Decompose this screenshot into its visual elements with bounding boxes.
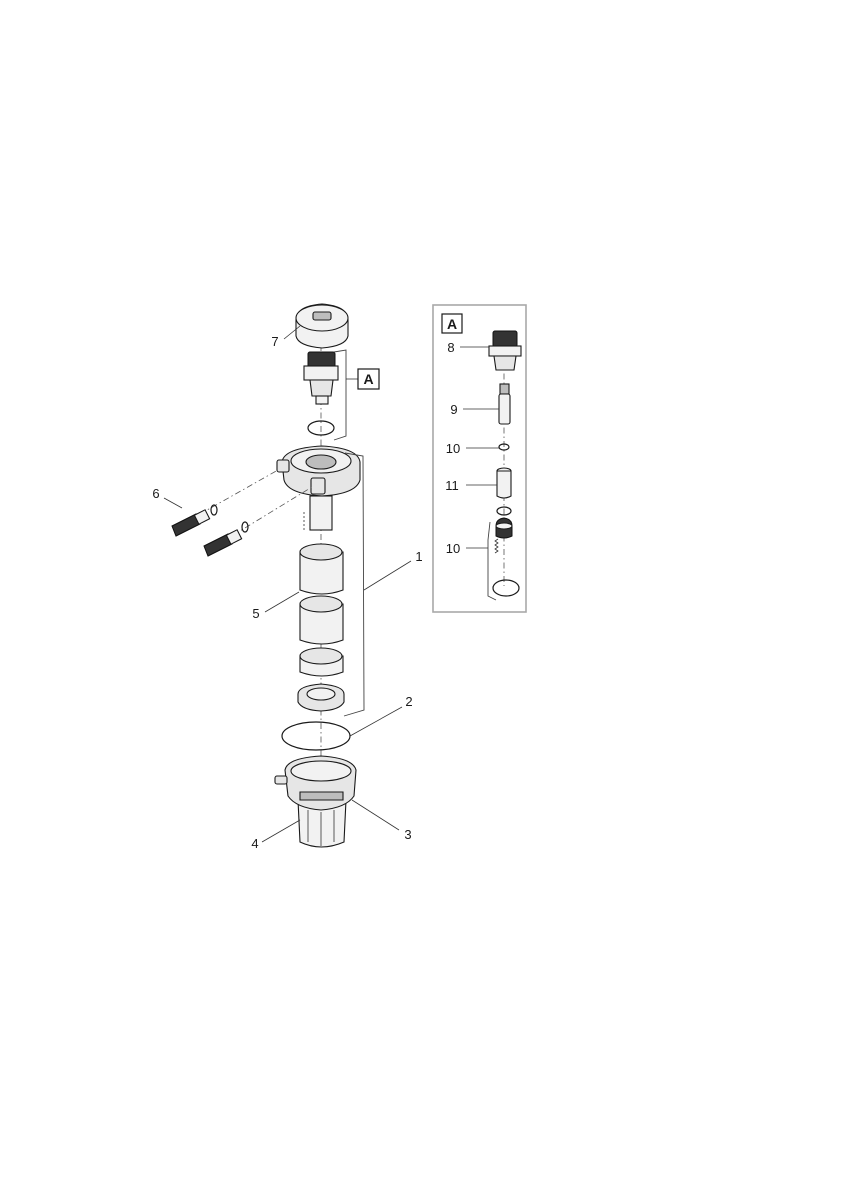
filter-head-housing	[276, 445, 361, 532]
leader-6	[163, 497, 183, 509]
leader-5	[264, 591, 300, 613]
detail-box-a: A	[432, 304, 527, 613]
leader-4	[261, 819, 301, 843]
main-assembly: A 7 6 5 1 2 3 4	[152, 303, 423, 851]
detail-callout-11: 11	[445, 478, 459, 493]
detail-a-bracket	[333, 349, 347, 441]
part-2-large-o-ring	[281, 721, 351, 751]
callout-2: 2	[405, 694, 412, 709]
detail-tag-label: A	[363, 371, 373, 387]
leader-3	[351, 799, 400, 831]
part-5-filter-sponges	[299, 543, 344, 677]
detail-box-tag-label: A	[447, 316, 457, 332]
callout-5: 5	[252, 606, 259, 621]
part-10-nut-lower	[495, 517, 513, 539]
filter-base-ring	[297, 683, 345, 712]
detail-callout-9: 9	[450, 402, 457, 417]
detail-spring	[494, 538, 499, 554]
part-7-cover-cap	[295, 303, 349, 349]
callout-7: 7	[271, 334, 278, 349]
callout-6: 6	[152, 486, 159, 501]
callout-4: 4	[251, 836, 258, 851]
sponge-3	[299, 647, 344, 677]
upper-o-ring	[307, 420, 335, 436]
part-4-container	[297, 799, 347, 848]
leader-1	[363, 560, 412, 591]
callout-1: 1	[415, 549, 422, 564]
sponge-1	[299, 543, 344, 595]
leader-7	[283, 325, 301, 340]
part-9-uvc-bulb	[498, 383, 511, 425]
detail-large-o-ring	[492, 579, 520, 597]
callout-3: 3	[404, 827, 411, 842]
detail-o-ring	[496, 506, 512, 516]
group-1-bracket	[343, 452, 365, 717]
leader-2	[349, 706, 403, 737]
part-11-quartz-sleeve	[496, 467, 512, 499]
detail-callout-8: 8	[447, 340, 454, 355]
detail-group-bracket	[487, 521, 497, 601]
part-3-bayonet-ring	[274, 755, 357, 811]
part-6-hose-tails	[171, 469, 313, 557]
uvc-lamp-head	[303, 351, 339, 405]
sponge-2	[299, 595, 344, 645]
detail-callout-10-upper: 10	[446, 441, 460, 456]
part-10-small-ring-upper	[498, 443, 510, 451]
detail-tag-box	[357, 368, 380, 390]
detail-callout-10-lower: 10	[446, 541, 460, 556]
part-8-lamp-socket	[488, 330, 522, 371]
detail-box-tag	[441, 313, 463, 334]
